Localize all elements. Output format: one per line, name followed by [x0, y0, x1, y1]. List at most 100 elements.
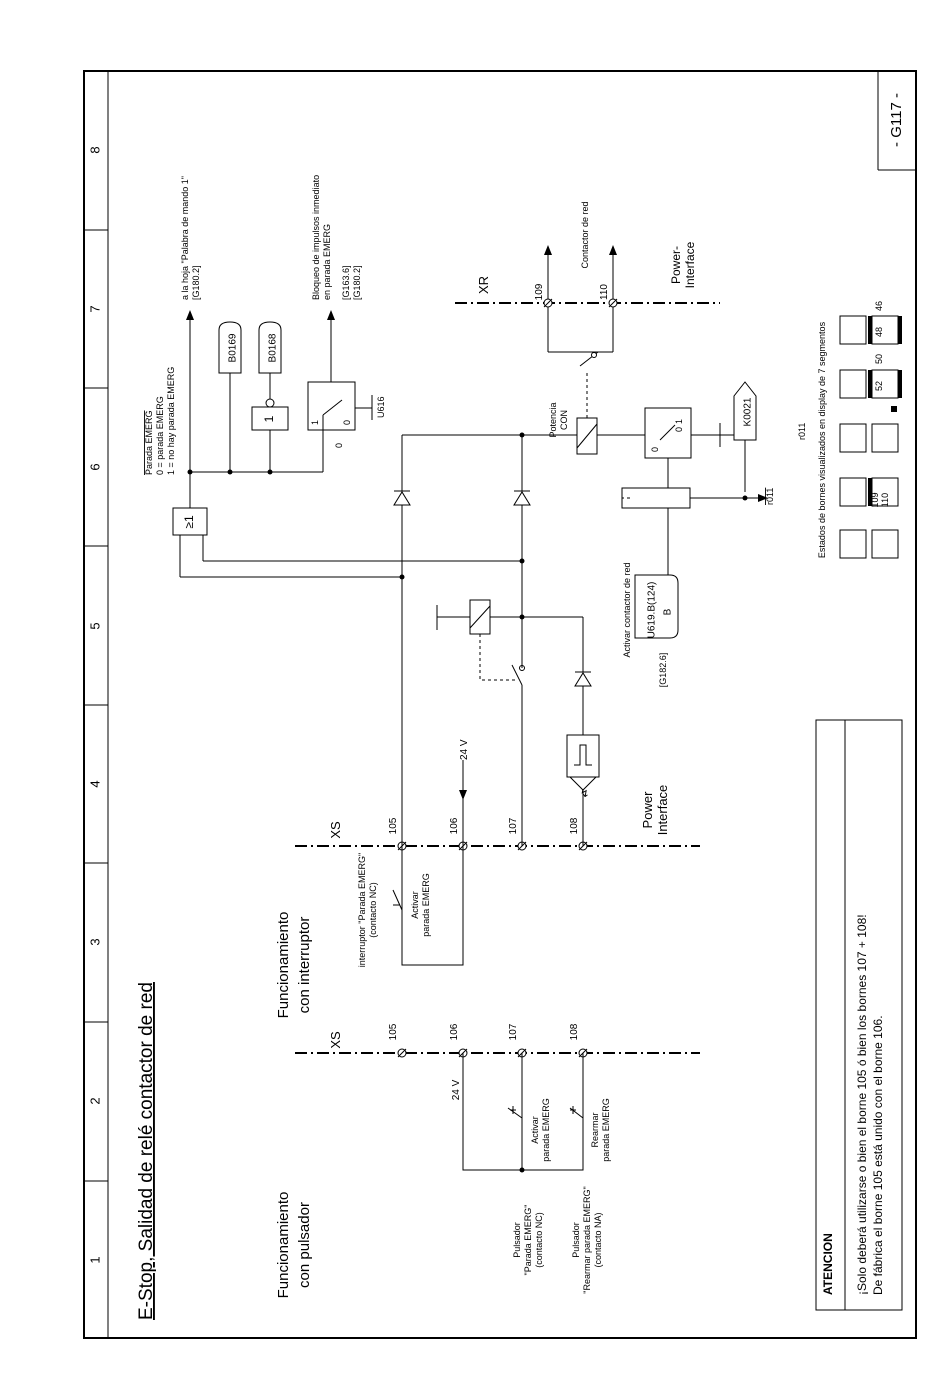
u616-switch-pos-0: 0: [342, 420, 352, 425]
bloqueo-label-3: [G163.6]: [341, 265, 351, 300]
terminal-105-label: 105: [388, 1023, 399, 1040]
hoja-reference-1: a la hoja "Palabra de mando 1": [180, 176, 190, 300]
b0169-label: B0169: [228, 333, 239, 362]
attention-title: ATENCION: [821, 1233, 835, 1295]
main-terminal-106-label: 106: [449, 817, 460, 834]
terminals-pushbutton: [397, 1048, 588, 1058]
xs-label-pushbutton: XS: [328, 1031, 343, 1049]
column-number-4: 4: [87, 780, 102, 787]
interruptor-label-1: interruptor "Parada EMERG": [357, 853, 367, 967]
column-number-8: 8: [87, 146, 102, 153]
terminal-108-label: 108: [569, 1023, 580, 1040]
attention-line-2: De fábrica el borne 105 está unido con e…: [871, 1015, 885, 1295]
column-number-1: 1: [87, 1256, 102, 1263]
bloqueo-output-arrow: [327, 310, 335, 320]
main-terminal-107-label: 107: [508, 817, 519, 834]
seg-50-label: 50: [874, 354, 884, 364]
status-register-box: [621, 487, 691, 509]
b0168-connector: [258, 321, 282, 374]
diode-108-icon: [574, 671, 592, 687]
terminal-106-label: 106: [449, 1023, 460, 1040]
seg-109-label: 109: [870, 492, 880, 507]
u616-switch: [307, 381, 356, 431]
b0169-connector: [218, 321, 242, 374]
interruptor-label-2: (contacto NC): [368, 882, 378, 938]
not-gate-label: 1: [262, 415, 276, 422]
main-terminal-105-label: 105: [388, 817, 399, 834]
column-number-6: 6: [87, 463, 102, 470]
xr-110-label: 110: [599, 284, 610, 300]
potencia-label-1: Potencia: [548, 402, 558, 437]
g182-label: [G182.6]: [658, 653, 668, 688]
sheet-title: E-Stop, Salidad de relé contactor de red: [136, 982, 157, 1320]
activar-label-switch: Activar: [410, 891, 420, 919]
activar-contactor-label: Activar contactor de red: [622, 562, 632, 657]
attention-box: [815, 719, 903, 1311]
pulsador-na-label: (contacto NA): [593, 1212, 603, 1267]
xr-109-arrow: [544, 245, 552, 255]
column-number-2: 2: [87, 1097, 102, 1104]
rearmar-label: Rearmar: [590, 1112, 600, 1147]
k0021-switch-pos-0b: 0: [674, 427, 684, 432]
activar-label-pushbutton: Activar: [530, 1116, 540, 1144]
switch-heading-line1: Funcionamiento: [275, 912, 292, 1019]
diode-105-icon: [393, 490, 411, 506]
estados-label: Estados de bornes visualizados en displa…: [817, 321, 827, 558]
u616-switch-pos-1: 1: [310, 420, 320, 425]
column-number-7: 7: [87, 305, 102, 312]
potencia-label-2: CON: [559, 410, 569, 430]
attention-line-1: ¡Solo deberá utilizarse o bien el borne …: [855, 914, 869, 1295]
k0021-switch-pos-1: 1: [674, 419, 684, 424]
main-terminal-108-label: 108: [569, 817, 580, 834]
parada-emerg-label-pushbutton: parada EMERG: [541, 1098, 551, 1162]
emergency-switch-icon: [392, 889, 403, 911]
sheet-border: [83, 70, 917, 1339]
v24-label-pushbutton: 24 V: [451, 1079, 462, 1100]
k0021-label: K0021: [743, 397, 754, 426]
pushbutton-heading-line1: Funcionamiento: [275, 1192, 292, 1299]
k0021-switch: [644, 407, 692, 459]
page-id: - G117 -: [888, 93, 905, 147]
parada-emerg-signal-0: 0 = parada EMERG: [155, 396, 165, 475]
b0168-label: B0168: [268, 333, 279, 362]
pushbutton-nc-icon: [507, 1106, 523, 1119]
xs-label-main: XS: [328, 821, 343, 839]
seg-52-label: 52: [874, 381, 884, 391]
k0021-connector: [733, 381, 757, 441]
r011-label-a: r011: [765, 488, 775, 505]
parada-emerg-output-arrow: [186, 310, 194, 320]
pulsador-parada-label: "Parada EMERG": [523, 1205, 533, 1276]
power-interface-label-2: Interface: [655, 785, 670, 836]
b-label: B: [663, 608, 674, 615]
bloqueo-label-2: en parada EMERG: [322, 224, 332, 300]
k0021-switch-pos-0: 0: [650, 447, 660, 452]
contactor-red-label: Contactor de red: [580, 201, 590, 268]
r011-label-b: r011: [797, 423, 807, 440]
pulsador-label-2: Pulsador: [571, 1222, 581, 1258]
switch-heading-line2: con interruptor: [296, 917, 313, 1014]
pulse-generator-icon: [566, 734, 600, 778]
hoja-reference-2: [G180.2]: [191, 265, 201, 300]
v24-label-main: 24 V: [459, 739, 470, 760]
power-interface-xr-label-2: Interface: [683, 241, 697, 288]
u619-label: U619.B(124): [647, 582, 658, 639]
pushbutton-no-icon: [569, 1106, 584, 1119]
power-interface-xr-label-1: Power-: [669, 246, 683, 284]
edge-trigger-icon: ↯: [580, 788, 589, 800]
seg-110-label: 110: [880, 493, 890, 507]
column-number-5: 5: [87, 622, 102, 629]
seg-48-label: 48: [874, 327, 884, 337]
bloqueo-label-4: [G180.2]: [352, 265, 362, 300]
xr-terminals: [543, 298, 618, 308]
parada-emerg-signal-1: 1 = no hay parada EMERG: [166, 367, 176, 475]
terminal-107-label: 107: [508, 1023, 519, 1040]
rearmar-parada-emerg-label: parada EMERG: [601, 1098, 611, 1162]
terminals-main: [397, 841, 588, 851]
pulsador-rearmar-label: "Rearmar parada EMERG": [582, 1186, 592, 1293]
xr-label: XR: [476, 276, 491, 294]
column-number-3: 3: [87, 938, 102, 945]
bloqueo-label-1: Bloqueo de impulsos inmediato: [311, 175, 321, 300]
pulsador-label-1: Pulsador: [512, 1222, 522, 1258]
